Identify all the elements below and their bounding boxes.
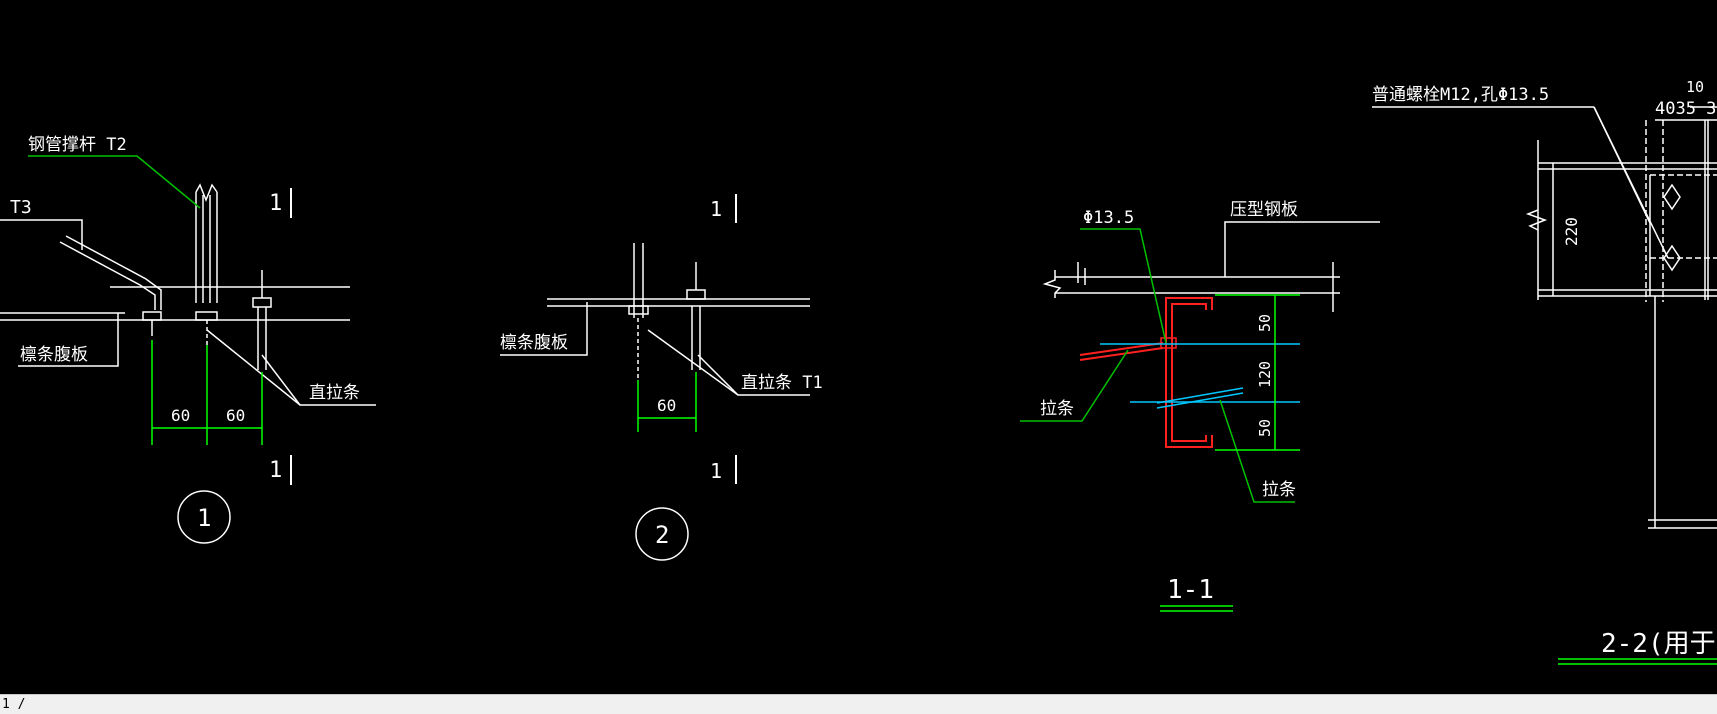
detail-1-leaders bbox=[28, 155, 201, 209]
dim-text-4035: 4035 35 bbox=[1655, 99, 1717, 119]
dim-text-10: 10 bbox=[1686, 78, 1704, 96]
leader-hole bbox=[1080, 228, 1167, 344]
section-label-2-bottom: 1 bbox=[710, 459, 722, 483]
leader-tie-left bbox=[1020, 349, 1129, 422]
ties-cyan bbox=[1100, 343, 1300, 409]
detail-1 bbox=[0, 183, 376, 544]
tie-right-2 bbox=[1156, 392, 1244, 409]
leader-deck bbox=[1224, 221, 1380, 277]
label-tie-2: 直拉条 T1 bbox=[741, 373, 823, 393]
leader-tie-2b bbox=[697, 354, 739, 396]
bolt-diamond-1 bbox=[1663, 183, 1681, 211]
bolt-hole-1 bbox=[1160, 337, 1177, 349]
detail-circle-2 bbox=[635, 507, 689, 561]
bolt-nut-1 bbox=[142, 311, 162, 321]
section-1-1-dims bbox=[1160, 294, 1300, 612]
label-deck: 压型钢板 bbox=[1230, 200, 1298, 220]
label-tie-1: 直拉条 bbox=[309, 383, 360, 403]
purlin-outer bbox=[1165, 297, 1213, 448]
label-tie-left: 拉条 bbox=[1040, 399, 1074, 419]
leader-pipe-strut bbox=[28, 155, 201, 209]
section-2-2-underline bbox=[1558, 658, 1717, 665]
dim-text-50-bottom: 50 bbox=[1256, 419, 1274, 437]
leader-web-2 bbox=[500, 302, 588, 356]
tie-right-1 bbox=[1156, 387, 1244, 404]
leader-bolt-b bbox=[1593, 106, 1669, 259]
tie-left-red-1 bbox=[1079, 342, 1164, 356]
detail-number-1: 1 bbox=[197, 504, 211, 532]
layout-tab[interactable]: 1 / bbox=[2, 697, 26, 712]
detail-1-dims bbox=[151, 340, 263, 445]
bent-tie-t3-inner bbox=[65, 235, 162, 310]
pipe-break-mark bbox=[195, 183, 218, 203]
bolt-nut-2 bbox=[195, 311, 218, 321]
section-label-1-top: 1 bbox=[269, 191, 282, 216]
label-t3: T3 bbox=[10, 197, 32, 218]
dim-text-60c: 60 bbox=[657, 396, 676, 415]
label-pipe-strut: 钢管撑杆 T2 bbox=[28, 135, 127, 155]
purlin-inner bbox=[1171, 303, 1207, 442]
dim-text-60b: 60 bbox=[226, 406, 245, 425]
leader-tie-right bbox=[1219, 399, 1295, 503]
detail-2 bbox=[500, 194, 810, 561]
bolt-diamond-2 bbox=[1663, 244, 1681, 272]
bolt-nut-3 bbox=[252, 297, 272, 308]
purlin-c-section bbox=[1079, 297, 1213, 448]
leader-tie-1b bbox=[261, 354, 301, 406]
dim-text-50-top: 50 bbox=[1256, 314, 1274, 332]
detail-number-2: 2 bbox=[655, 521, 669, 549]
beam-break bbox=[1525, 209, 1548, 231]
section-title-1-1: 1-1 bbox=[1167, 575, 1214, 605]
label-bolt: 普通螺栓M12,孔Φ13.5 bbox=[1372, 85, 1549, 105]
section-2-2 bbox=[1372, 106, 1717, 529]
section-title-2-2: 2-2(用于中跨 bbox=[1601, 629, 1717, 659]
cad-drawing-canvas[interactable]: 钢管撑杆 T2 T3 檩条腹板 直拉条 60 60 1 1 1 檩条腹板 直拉条… bbox=[0, 0, 1717, 694]
dim-text-60a: 60 bbox=[171, 406, 190, 425]
section-label-2-top: 1 bbox=[710, 197, 722, 221]
layout-tab-bar: 1 / bbox=[0, 694, 1717, 714]
dim-text-120: 120 bbox=[1256, 361, 1274, 388]
section-label-1-bottom: 1 bbox=[269, 458, 282, 483]
section-1-1 bbox=[1042, 221, 1380, 312]
tie-left-red-2 bbox=[1079, 347, 1164, 361]
leader-t3 bbox=[0, 219, 83, 250]
label-web-1: 檩条腹板 bbox=[20, 345, 88, 365]
dim-text-220: 220 bbox=[1562, 217, 1581, 246]
leader-web-1 bbox=[18, 313, 119, 367]
label-web-2: 檩条腹板 bbox=[500, 333, 568, 353]
deck-break-left bbox=[1042, 270, 1062, 298]
detail-circle-1 bbox=[177, 490, 231, 544]
bent-tie-t3-outer bbox=[59, 241, 156, 310]
section-1-1-leaders bbox=[1020, 228, 1295, 503]
label-tie-right: 拉条 bbox=[1262, 480, 1296, 500]
label-hole: Φ13.5 bbox=[1083, 208, 1134, 228]
bolt-nut-2a bbox=[628, 305, 649, 315]
detail-2-dims bbox=[637, 372, 697, 432]
bolt-nut-2b bbox=[686, 289, 706, 300]
